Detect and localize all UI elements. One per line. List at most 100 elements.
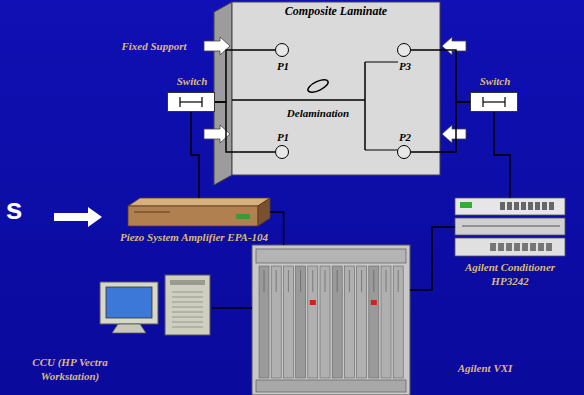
conditioner-line bbox=[462, 226, 560, 227]
conditioner-button bbox=[535, 202, 540, 210]
drawn-line bbox=[365, 150, 398, 151]
conditioner-button bbox=[506, 243, 512, 251]
support-label: Fixed Support bbox=[106, 39, 202, 53]
drawn-line bbox=[364, 62, 366, 150]
vent-line bbox=[172, 327, 203, 328]
card-line bbox=[398, 270, 399, 292]
signal-wire bbox=[411, 50, 470, 102]
vxi-card bbox=[369, 266, 379, 378]
piezo-sensor: P2 bbox=[397, 145, 411, 159]
composite-plate: Composite LaminateP1P3P1P2Delamination bbox=[232, 2, 440, 175]
drawn-rect bbox=[455, 218, 565, 235]
vent-line bbox=[172, 317, 203, 318]
drawn-rect bbox=[170, 280, 205, 285]
vxi-card bbox=[259, 266, 269, 378]
vent-line bbox=[172, 302, 203, 303]
vxi-card bbox=[357, 266, 367, 378]
sensor-label: P1 bbox=[268, 59, 298, 73]
signal-wire bbox=[215, 102, 275, 152]
drawn-ellipse bbox=[306, 77, 330, 94]
plate-title: Composite Laminate bbox=[232, 4, 440, 18]
piezo-sensor: P1 bbox=[275, 145, 289, 159]
tower-vents bbox=[172, 292, 203, 327]
conditioner-button bbox=[549, 202, 554, 210]
conditioner-button bbox=[528, 202, 533, 210]
equipment-label: Switch bbox=[465, 74, 525, 88]
signal-wire bbox=[411, 102, 470, 152]
ccu-workstation: CCU (HP Vectra Workstation) bbox=[100, 275, 212, 335]
signal-wire bbox=[410, 227, 455, 290]
equipment-label: Switch bbox=[162, 74, 222, 88]
drawn-polygon bbox=[54, 207, 102, 227]
switch-blade bbox=[483, 101, 505, 102]
drawn-line bbox=[365, 62, 398, 63]
drawn-rect bbox=[128, 206, 258, 226]
switch-blade bbox=[180, 101, 202, 102]
drawn-rect bbox=[165, 275, 210, 335]
drawn-rect bbox=[252, 245, 410, 395]
conditioner-button bbox=[507, 202, 512, 210]
vxi-card bbox=[344, 266, 354, 378]
card-line bbox=[300, 270, 301, 292]
card-line bbox=[349, 270, 350, 292]
piezo-amplifier: Piezo System Amplifier EPA-104 bbox=[128, 198, 270, 226]
drawn-line bbox=[232, 99, 365, 101]
defect-label: Delamination bbox=[278, 106, 358, 120]
conditioner-button bbox=[538, 243, 544, 251]
conditioner-button bbox=[542, 202, 547, 210]
drawn-rect bbox=[460, 202, 472, 208]
piezo-sensor: P1 bbox=[275, 43, 289, 57]
card-line bbox=[386, 270, 387, 292]
drawn-polygon bbox=[442, 37, 466, 55]
vent-line bbox=[172, 322, 203, 323]
vxi-mainframe: Agilent VXI bbox=[252, 245, 410, 395]
vxi-card bbox=[296, 266, 306, 378]
card-line bbox=[337, 270, 338, 292]
drawn-polygon bbox=[442, 125, 466, 143]
vxi-card bbox=[283, 266, 293, 378]
equipment-label: Agilent Conditioner HP3242 bbox=[449, 260, 571, 288]
switch-box: Switch bbox=[167, 92, 215, 112]
vxi-card-slots bbox=[259, 266, 403, 378]
conditioner-button bbox=[514, 243, 520, 251]
drawn-g bbox=[455, 198, 565, 256]
signal-wire bbox=[212, 307, 252, 309]
switch-symbol bbox=[471, 93, 517, 111]
drawn-polygon bbox=[128, 198, 270, 206]
card-line bbox=[325, 270, 326, 292]
card-line bbox=[264, 270, 265, 292]
card-line bbox=[361, 270, 362, 292]
conditioner-button bbox=[500, 202, 505, 210]
signal-wire bbox=[494, 112, 510, 198]
conditioner-button bbox=[514, 202, 519, 210]
conditioner-button bbox=[498, 243, 504, 251]
vxi-card bbox=[381, 266, 391, 378]
equipment-label: Piezo System Amplifier EPA-104 bbox=[114, 230, 274, 244]
card-line bbox=[373, 270, 374, 292]
card-line bbox=[276, 270, 277, 292]
vxi-card bbox=[308, 266, 318, 378]
sensor-label: P2 bbox=[390, 130, 420, 144]
vxi-card bbox=[332, 266, 342, 378]
vent-line bbox=[172, 292, 203, 293]
sensor-label: P1 bbox=[268, 130, 298, 144]
card-line bbox=[288, 270, 289, 292]
vent-line bbox=[172, 312, 203, 313]
drawn-rect bbox=[106, 287, 152, 318]
drawn-line bbox=[134, 212, 170, 213]
drawn-rect bbox=[256, 249, 406, 263]
drawn-rect bbox=[232, 2, 440, 175]
conditioner-button bbox=[490, 243, 496, 251]
card-led bbox=[310, 300, 316, 305]
vxi-card bbox=[393, 266, 403, 378]
conditioner-button bbox=[530, 243, 536, 251]
drawn-rect bbox=[455, 198, 565, 215]
conditioner-panel bbox=[462, 202, 560, 251]
drawn-polygon bbox=[214, 2, 232, 185]
equipment-label: Agilent VXI bbox=[440, 361, 530, 375]
piezo-sensor: P3 bbox=[397, 43, 411, 57]
conditioner-button bbox=[546, 243, 552, 251]
